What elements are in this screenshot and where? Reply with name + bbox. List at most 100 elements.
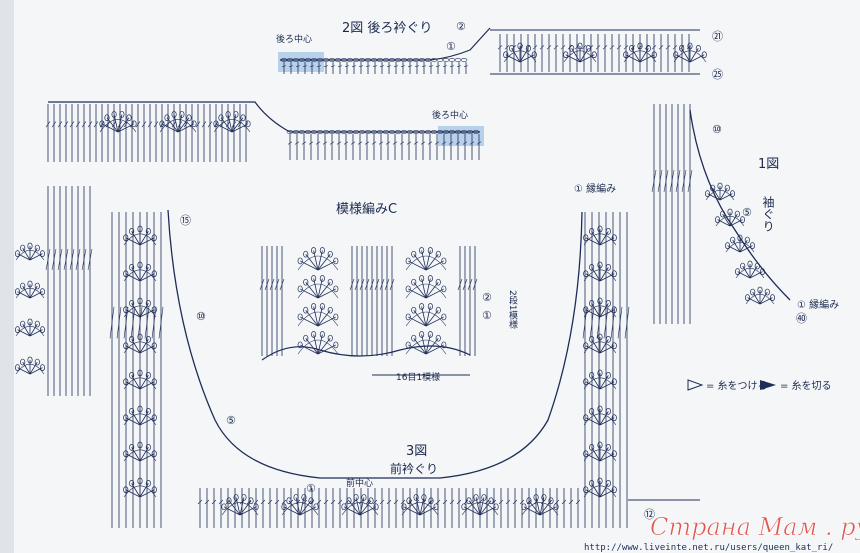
stitch-post-bar [302, 65, 308, 68]
shell-fan [14, 318, 46, 337]
marker-5-front: ⑤ [226, 414, 236, 427]
stitch-post-bar [81, 248, 87, 271]
stitch-post-bar [610, 306, 616, 339]
figure-1-subtitle: 袖ぐり [761, 195, 775, 232]
stitch-post-bar [301, 141, 307, 145]
stitch-post-bar [378, 141, 384, 145]
stitch-post-bar [279, 278, 285, 291]
stitch-post-bar [456, 499, 462, 505]
shell-fan [14, 242, 46, 261]
shell-fan [583, 369, 617, 390]
figure-3-subtitle: 前衿ぐり [390, 461, 438, 476]
figure-back-yoke [45, 101, 484, 162]
stitch-post-bar [456, 65, 462, 68]
stitch-post-bar [137, 306, 143, 339]
stitch-post-bar [603, 306, 609, 339]
stitch-post-bar [675, 169, 681, 193]
stitch-post-bar [434, 141, 440, 145]
shell-fan [521, 494, 559, 516]
shell-fan [405, 275, 447, 299]
stitch-post-bar [644, 45, 650, 50]
stitch-post-bar [269, 278, 275, 291]
stitch-post-bar [665, 45, 671, 50]
stitch-post-bar [204, 499, 210, 505]
stitch-post-bar [463, 65, 469, 68]
shell-fan [281, 494, 319, 516]
stitch-post-bar [657, 169, 663, 193]
stitch-post-bar [87, 248, 93, 271]
stitch-post-bar [379, 65, 385, 68]
stitch-post-bar [651, 45, 657, 50]
shell-fan [583, 441, 617, 462]
stitch-post-bar [197, 499, 203, 505]
stitch-post-bar [539, 45, 545, 50]
stitch-post-bar [351, 65, 357, 68]
shell-fan [297, 331, 339, 355]
stitch-post-bar [448, 141, 454, 145]
stitch-post-bar [336, 141, 342, 145]
shell-fan [123, 369, 157, 390]
stitch-post-bar [322, 141, 328, 145]
stitch-post-bar [372, 499, 378, 505]
stitch-post-bar [477, 499, 483, 505]
stitch-post-bar [207, 121, 213, 128]
stitch-post-bar [589, 306, 595, 339]
stitch-post-bar [532, 45, 538, 50]
stitch-post-bar [57, 248, 63, 271]
shell-fan [405, 303, 447, 327]
stitch-post-bar [81, 121, 87, 128]
stitch-post-bar [69, 248, 75, 271]
stitch-post-bar [504, 45, 510, 50]
motif-c-title: 模様編みC [336, 201, 397, 217]
stitch-post-bar [281, 499, 287, 505]
shell-fan [714, 208, 746, 227]
marker-40: ㊵ [796, 312, 807, 325]
page-gutter [0, 0, 14, 553]
stitch-post-bar [476, 141, 482, 145]
stitch-post-bar [287, 141, 293, 145]
shell-fan [734, 260, 766, 279]
stitch-post-bar [413, 141, 419, 145]
watermark: Страна Мам . ру http://www.liveinte.net.… [584, 513, 860, 553]
stitch-post-bar [400, 499, 406, 505]
figure-motif-c [259, 246, 478, 376]
stitch-post-bar [567, 45, 573, 50]
stitch-post-bar [51, 121, 57, 128]
stitch-post-bar [358, 499, 364, 505]
shell-fan [583, 297, 617, 318]
stitch-post-bar [427, 141, 433, 145]
stitch-post-bar [392, 141, 398, 145]
stitch-post-bar [274, 499, 280, 505]
stitch-post-bar [406, 141, 412, 145]
shell-fan [99, 111, 137, 133]
figure-1-title: 1図 [758, 157, 779, 172]
stitch-post-bar [302, 499, 308, 505]
shell-fan [213, 111, 251, 133]
shell-fan [341, 494, 379, 516]
stitch-post-bar [624, 306, 630, 339]
stitch-post-bar [123, 121, 129, 128]
stitch-post-bar [144, 306, 150, 339]
stitch-post-bar [469, 141, 475, 145]
back-center-label-2: 後ろ中心 [432, 109, 468, 121]
stitch-post-bar [472, 278, 478, 291]
stitch-post-bar [329, 141, 335, 145]
stitch-post-bar [457, 278, 463, 291]
stitch-post-bar [546, 45, 552, 50]
marker-10-front: ⑩ [196, 310, 206, 323]
legend-attach-text: = 糸をつける [706, 380, 768, 392]
shell-fan [159, 111, 197, 133]
stitch-post-bar [343, 141, 349, 145]
shell-fan [123, 297, 157, 318]
shell-fan [583, 225, 617, 246]
attach-yarn-icon [687, 379, 704, 391]
marker-12: ⑫ [644, 508, 655, 521]
stitch-post-bar [442, 65, 448, 68]
marker-2-top: ② [456, 20, 466, 33]
source-url: http://www.liveinte.net.ru/users/queen_k… [584, 543, 833, 553]
edge-start-label-armhole: ① 縁編み [797, 298, 839, 311]
stitch-post-bar [316, 499, 322, 505]
shell-fan [583, 405, 617, 426]
marker-5-arm: ⑤ [742, 206, 752, 219]
stitch-post-bar [211, 499, 217, 505]
